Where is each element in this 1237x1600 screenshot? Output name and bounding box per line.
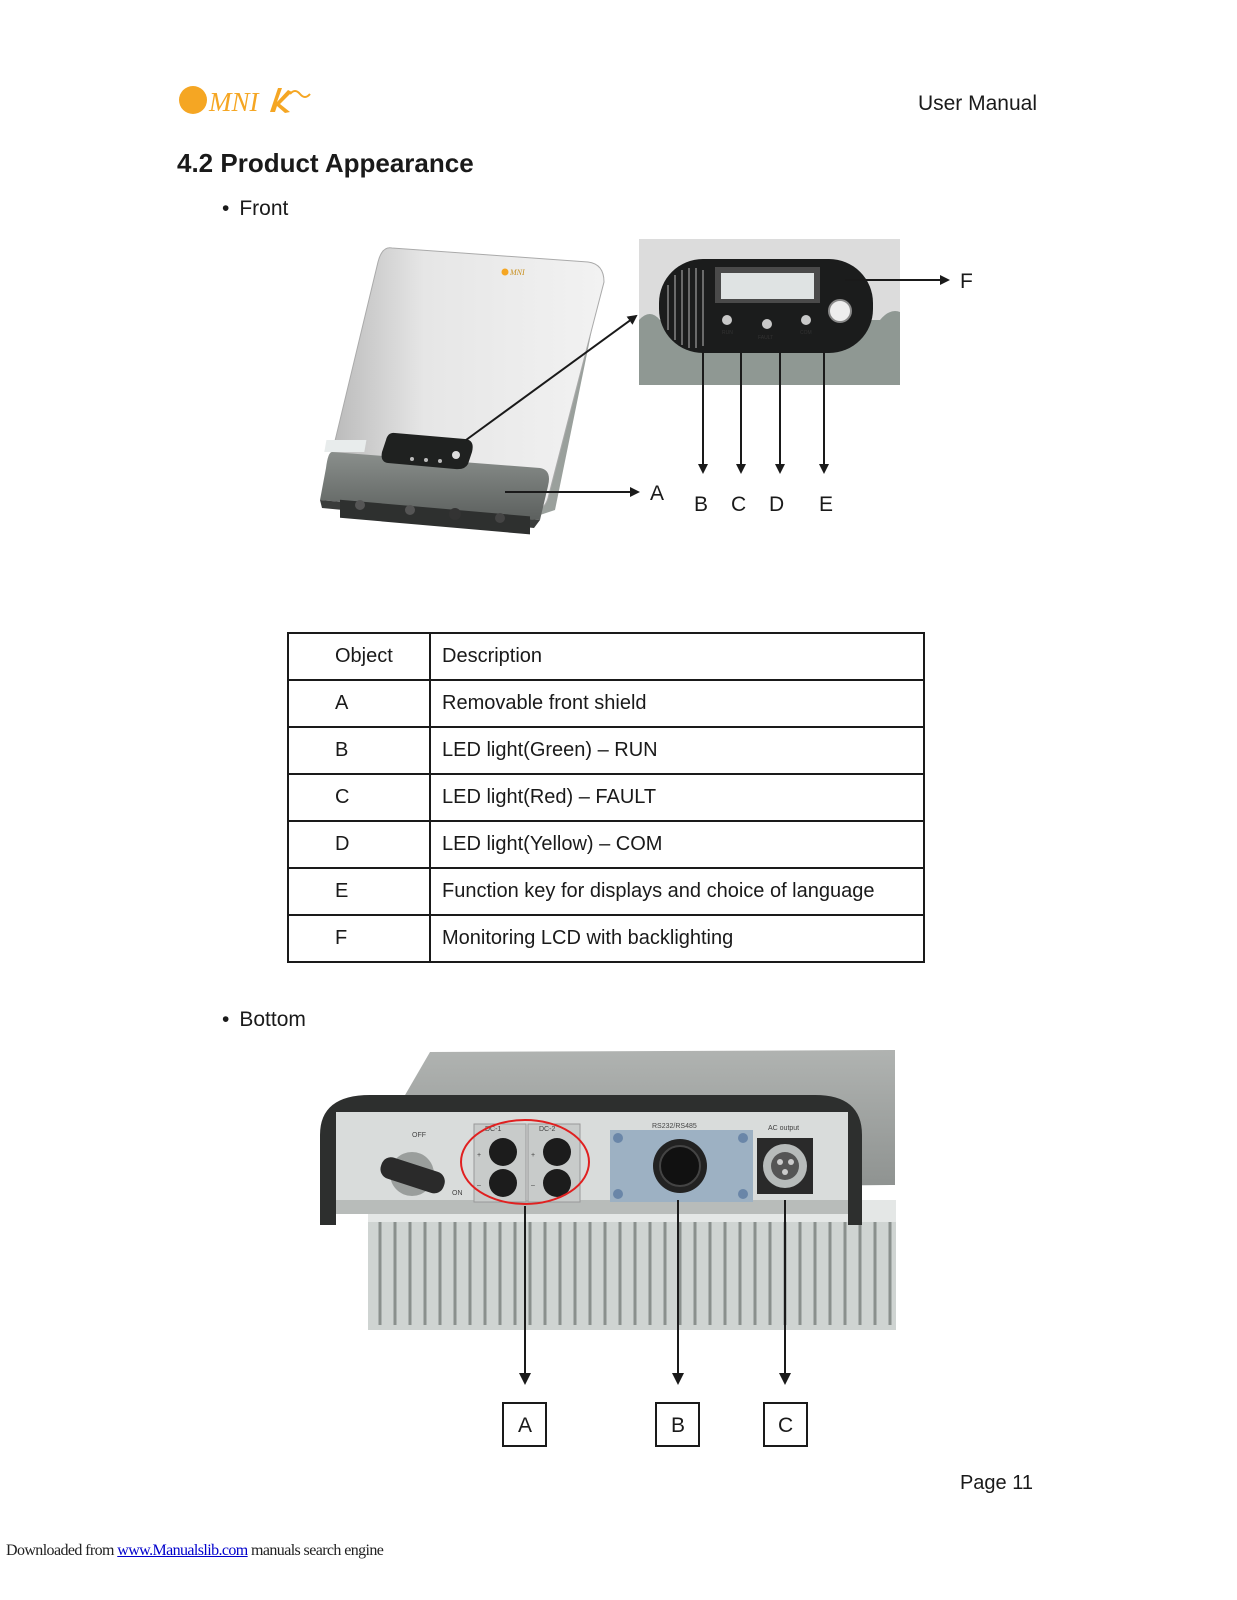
table-row: E Function key for displays and choice o…	[287, 867, 925, 916]
bottom-leader-lines	[519, 1200, 791, 1385]
row-object: B	[287, 726, 431, 775]
dc-connector-highlight	[460, 1119, 590, 1205]
table-row: C LED light(Red) – FAULT	[287, 773, 925, 822]
bullet-dot: •	[222, 1008, 230, 1031]
front-figure: MNI RUN FAULT COM	[320, 239, 973, 535]
section-title: 4.2 Product Appearance	[177, 148, 474, 178]
callout-e: E	[819, 493, 833, 516]
dc1-minus: –	[477, 1182, 481, 1189]
lcd-screen	[721, 273, 814, 299]
row-description: Function key for displays and choice of …	[429, 867, 925, 916]
bottom-callout-b: B	[671, 1414, 685, 1437]
row-description: LED light(Green) – RUN	[429, 726, 925, 775]
table-header-row: Object Description	[287, 632, 925, 681]
header-object: Object	[287, 632, 431, 681]
device-logo-icon	[501, 268, 509, 276]
footer-prefix: Downloaded from	[6, 1542, 118, 1559]
dc1-plus: +	[477, 1152, 481, 1159]
row-description: Monitoring LCD with backlighting	[429, 914, 925, 963]
switch-on-label: ON	[452, 1190, 463, 1197]
dc-switch-icon	[380, 1152, 445, 1196]
table-row: F Monitoring LCD with backlighting	[287, 914, 925, 963]
footer-suffix: manuals search engine	[247, 1542, 384, 1559]
table-row: D LED light(Yellow) – COM	[287, 820, 925, 869]
row-object: F	[287, 914, 431, 963]
run-label: RUN	[722, 330, 733, 336]
bottom-callout-c: C	[778, 1414, 793, 1437]
front-bullet: • Front	[222, 197, 288, 221]
row-object: C	[287, 773, 431, 822]
row-description: LED light(Red) – FAULT	[429, 773, 925, 822]
header-description: Description	[429, 632, 925, 681]
ac-output-connector-icon	[757, 1138, 813, 1194]
callout-f: F	[960, 270, 973, 293]
inverter-bottom-illustration: OFF ON DC-1 DC-2 + – + – RS232/RS485 AC …	[320, 1050, 896, 1330]
rs485-port-icon	[653, 1139, 707, 1193]
header-title: User Manual	[917, 92, 1037, 115]
svg-text:MNI: MNI	[509, 268, 525, 277]
callout-c: C	[731, 493, 746, 516]
run-led-icon	[722, 315, 732, 325]
page-number: Page 11	[959, 1472, 1033, 1494]
row-object: A	[287, 679, 431, 728]
dc-connector-icon	[489, 1138, 571, 1197]
row-object: E	[287, 867, 431, 916]
logo-text: MNI	[208, 87, 261, 117]
object-description-table: Object Description A Removable front shi…	[287, 632, 925, 963]
front-label: Front	[239, 197, 289, 220]
bottom-callout-boxes	[502, 1402, 808, 1447]
bullet-dot: •	[222, 197, 230, 220]
fault-label: FAULT	[758, 335, 773, 341]
function-key-icon	[828, 299, 852, 323]
switch-off-label: OFF	[412, 1132, 426, 1139]
callout-d: D	[769, 493, 784, 516]
bottom-label: Bottom	[239, 1008, 306, 1031]
table-row: A Removable front shield	[287, 679, 925, 728]
rs-port-label: RS232/RS485	[652, 1123, 697, 1130]
omnik-logo: MNI	[179, 86, 311, 117]
bottom-figure: OFF ON DC-1 DC-2 + – + – RS232/RS485 AC …	[320, 1050, 896, 1447]
display-panel-closeup: RUN FAULT COM	[639, 239, 900, 385]
front-leader-lines	[465, 275, 950, 497]
callout-b: B	[694, 493, 708, 516]
com-led-icon	[801, 315, 811, 325]
ac-output-label: AC output	[768, 1125, 799, 1132]
table-row: B LED light(Green) – RUN	[287, 726, 925, 775]
com-label: COM	[800, 330, 812, 336]
inverter-front-illustration: MNI	[320, 247, 605, 535]
bottom-bullet: • Bottom	[222, 1008, 306, 1032]
dc2-plus: +	[531, 1152, 535, 1159]
fault-led-icon	[762, 319, 772, 329]
dc2-label: DC-2	[539, 1126, 555, 1133]
dc1-label: DC-1	[485, 1126, 501, 1133]
dc2-minus: –	[531, 1182, 535, 1189]
manualslib-link[interactable]: www.Manualslib.com	[117, 1542, 248, 1559]
bottom-callout-a: A	[518, 1414, 532, 1437]
callout-a: A	[650, 482, 664, 505]
row-object: D	[287, 820, 431, 869]
row-description: Removable front shield	[429, 679, 925, 728]
row-description: LED light(Yellow) – COM	[429, 820, 925, 869]
download-footer: Downloaded from www.Manualslib.com manua…	[6, 1542, 384, 1560]
